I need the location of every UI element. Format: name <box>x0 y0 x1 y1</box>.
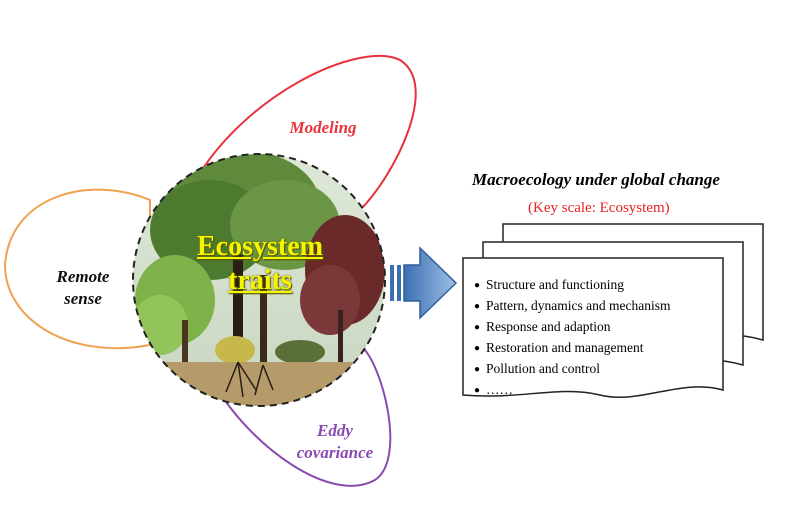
modeling-label: Modeling <box>289 118 357 137</box>
ecosystem-circle-border <box>132 153 386 407</box>
list-item: Response and adaption <box>474 317 671 338</box>
ecosystem-traits-line1: Ecosystem <box>197 231 323 262</box>
list-item: Pollution and control <box>474 359 671 380</box>
arrow-icon <box>390 246 458 320</box>
eddy-covariance-label: Eddy covariance <box>275 420 395 464</box>
eddy-covariance-line1: Eddy <box>317 421 353 440</box>
ecosystem-image <box>133 154 385 406</box>
document-list: Structure and functioning Pattern, dynam… <box>474 275 671 401</box>
eddy-covariance-line2: covariance <box>296 443 374 462</box>
remote-sense-line1: Remote <box>56 267 110 286</box>
remote-sense-label: Remote sense <box>28 266 138 310</box>
list-item: Restoration and management <box>474 338 671 359</box>
ecosystem-traits-label: Ecosystem traits <box>160 230 360 298</box>
list-item: …… <box>474 380 671 401</box>
remote-sense-petal <box>3 188 151 350</box>
ecosystem-traits-line2: traits <box>228 265 292 296</box>
list-item: Pattern, dynamics and mechanism <box>474 296 670 317</box>
document-title: Macroecology under global change <box>472 170 720 189</box>
list-item: Structure and functioning <box>474 275 671 296</box>
document-subtitle: (Key scale: Ecosystem) <box>528 200 670 216</box>
remote-sense-line2: sense <box>64 289 102 308</box>
